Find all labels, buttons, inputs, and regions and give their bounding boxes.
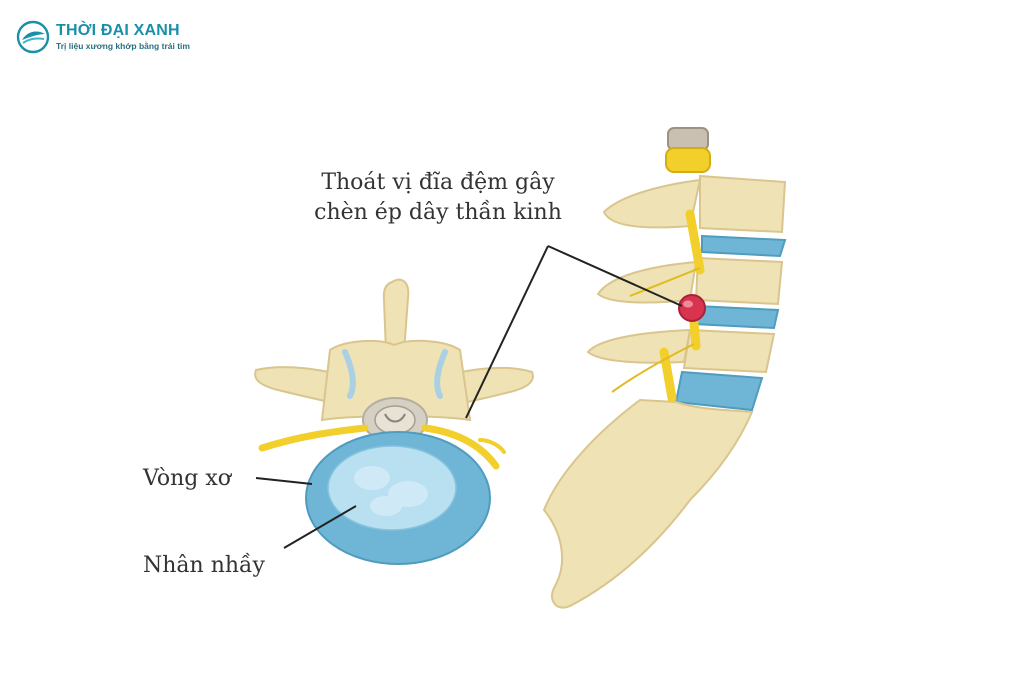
- label-herniated-disc: Thoát vị đĩa đệm gây chèn ép dây thần ki…: [298, 168, 578, 227]
- leader-line-nucleus: [283, 505, 357, 549]
- brand-name: THỜI ĐẠI XANH: [56, 22, 180, 40]
- vertebra-top-view: [254, 278, 534, 565]
- label-herniated-disc-line2: chèn ép dây thần kinh: [314, 199, 562, 225]
- label-herniated-disc-line1: Thoát vị đĩa đệm gây: [321, 170, 555, 195]
- brand-tagline: Trị liệu xương khớp bằng trái tim: [56, 41, 190, 52]
- brand-logo[interactable]: THỜI ĐẠI XANH Trị liệu xương khớp bằng t…: [16, 20, 190, 54]
- label-nucleus: Nhân nhầy: [143, 553, 265, 578]
- leaf-logo-icon: [16, 20, 50, 54]
- leader-line-hernia-side: [547, 245, 683, 307]
- leader-line-annulus: [255, 477, 313, 485]
- label-annulus: Vòng xơ: [143, 466, 232, 491]
- leader-line-hernia-top: [465, 245, 549, 419]
- spine-side-view: [542, 127, 787, 609]
